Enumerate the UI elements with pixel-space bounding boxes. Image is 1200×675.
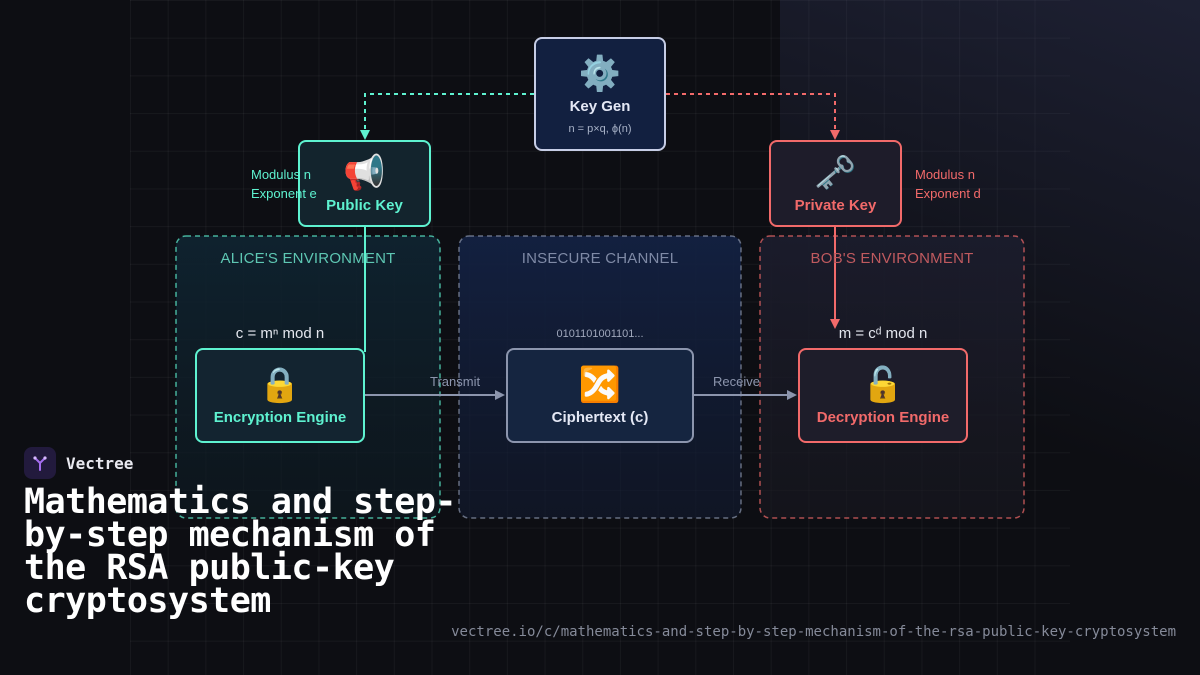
ciphertext-node: 🔀 Ciphertext (c) bbox=[506, 348, 694, 443]
decryption-engine-label: Decryption Engine bbox=[816, 409, 950, 426]
zone-channel-title: INSECURE CHANNEL bbox=[521, 250, 679, 267]
transmit-label: Transmit bbox=[430, 374, 481, 389]
public-key-label: Public Key bbox=[326, 197, 403, 214]
tree-logo-icon bbox=[24, 447, 56, 479]
keygen-node: ⚙️ Key Gen n = p×q, ϕ(n) bbox=[534, 37, 666, 151]
zone-alice-title: ALICE'S ENVIRONMENT bbox=[220, 250, 396, 267]
brand-name: Vectree bbox=[66, 453, 134, 473]
private-key-label: Private Key bbox=[794, 197, 877, 214]
public-key-param-exponent: Exponent e bbox=[251, 186, 317, 201]
keygen-formula: n = p×q, ϕ(n) bbox=[568, 122, 632, 135]
keygen-to-public-edge bbox=[360, 93, 534, 140]
ciphertext-bits: 0101101001101... bbox=[556, 328, 644, 340]
receive-label: Receive bbox=[713, 374, 760, 389]
gear-icon: ⚙️ bbox=[578, 53, 622, 94]
megaphone-icon: 📢 bbox=[343, 153, 386, 193]
encryption-formula: c = mⁿ mod n bbox=[235, 325, 325, 342]
shuffle-icon: 🔀 bbox=[578, 365, 622, 405]
brand: Vectree bbox=[24, 447, 133, 479]
private-key-node: 🗝️ Private Key bbox=[769, 140, 902, 227]
encryption-engine-node: 🔒 Encryption Engine bbox=[195, 348, 365, 443]
page-title: Mathematics and step-by-step mechanism o… bbox=[24, 482, 457, 621]
encryption-engine-label: Encryption Engine bbox=[213, 409, 347, 426]
public-key-node: 📢 Public Key bbox=[298, 140, 431, 227]
zone-bob-title: BOB'S ENVIRONMENT bbox=[810, 250, 974, 267]
decryption-engine-node: 🔓 Decryption Engine bbox=[798, 348, 968, 443]
ciphertext-label: Ciphertext (c) bbox=[551, 409, 649, 426]
private-key-param-exponent: Exponent d bbox=[915, 186, 981, 201]
decryption-formula: m = cᵈ mod n bbox=[838, 325, 928, 342]
lock-icon: 🔒 bbox=[258, 365, 302, 405]
keygen-label: Key Gen bbox=[569, 97, 631, 115]
key-icon: 🗝️ bbox=[814, 153, 857, 193]
page-url[interactable]: vectree.io/c/mathematics-and-step-by-ste… bbox=[451, 624, 1176, 640]
private-key-param-modulus: Modulus n bbox=[915, 167, 975, 182]
unlock-icon: 🔓 bbox=[861, 365, 905, 405]
public-key-param-modulus: Modulus n bbox=[251, 167, 311, 182]
keygen-to-private-edge bbox=[666, 93, 840, 140]
